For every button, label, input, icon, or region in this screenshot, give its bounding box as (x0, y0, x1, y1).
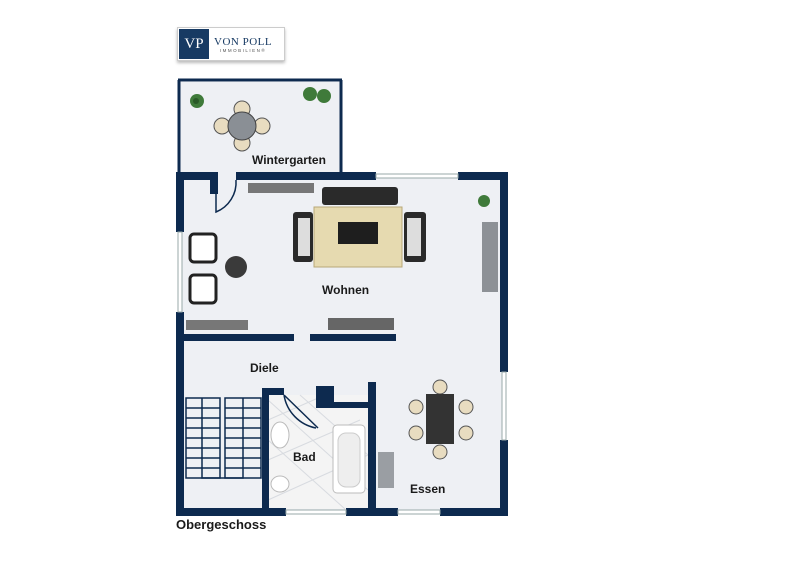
room-label-bad: Bad (293, 450, 316, 464)
stairs (185, 397, 262, 479)
tv-unit (328, 318, 394, 330)
shelf-bottom (186, 320, 248, 330)
wintergarten-frame (177, 78, 343, 174)
room-label-diele: Diele (250, 361, 279, 375)
sideboard (482, 222, 498, 292)
wintergarten-table (213, 100, 271, 152)
sofas (293, 187, 426, 262)
coffee-table (338, 222, 378, 244)
armchairs (188, 232, 247, 305)
room-label-wohnen: Wohnen (322, 283, 370, 297)
floor-title: Obergeschoss (176, 517, 267, 532)
logo-name: VON POLL (214, 35, 273, 48)
room-label-wintergarten: Wintergarten (252, 153, 326, 167)
dining-table (408, 379, 474, 460)
doors (215, 179, 319, 429)
room-label-essen: Essen (410, 482, 446, 496)
shelf-top (248, 183, 314, 193)
windows (177, 173, 507, 515)
logo-mark: VP (179, 29, 209, 59)
bathroom-fixtures (270, 421, 366, 494)
plants (190, 87, 490, 207)
logo-subtitle: IMMOBILIEN® (219, 47, 267, 53)
walls (176, 172, 508, 516)
cabinet (378, 452, 394, 488)
